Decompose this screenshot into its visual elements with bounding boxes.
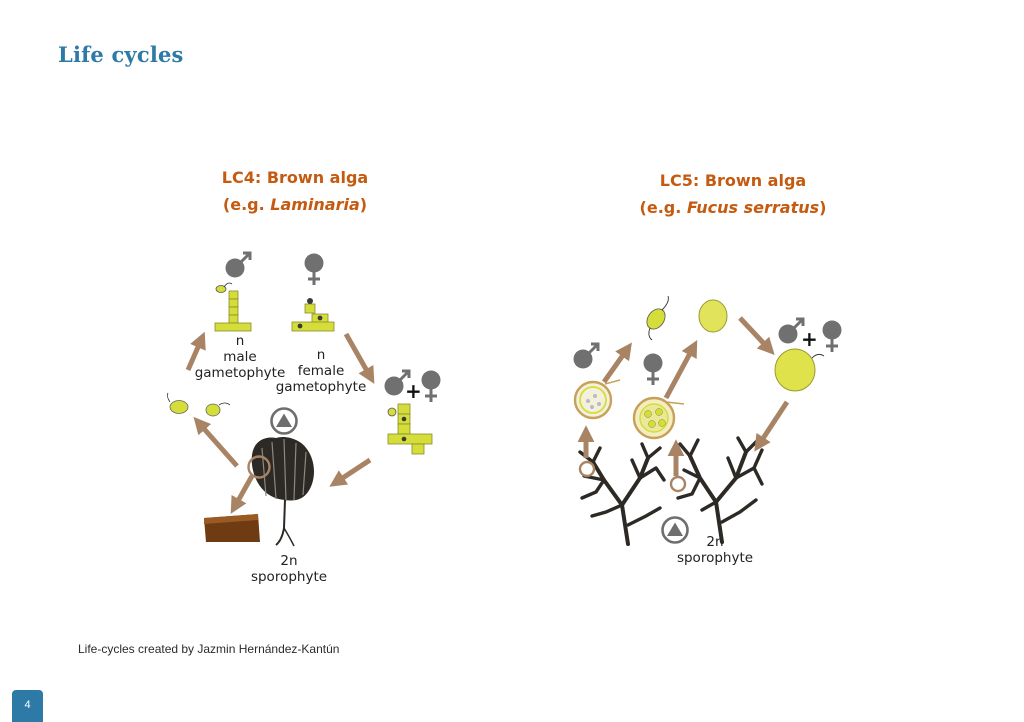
lc5-title-line1: LC5: Brown alga <box>659 171 807 190</box>
lc4-young-sporophyte <box>387 403 433 455</box>
lc4-fertilisation-symbols: + <box>383 369 442 404</box>
lc4-sporophyte-symbol <box>270 407 298 435</box>
image-credit: Life-cycles created by Jazmin Hernández-… <box>78 642 340 656</box>
lc5-fertilisation-symbols: + <box>777 317 843 354</box>
lc4-kelp-sporophyte <box>251 436 315 547</box>
lc5-antherozoid <box>646 295 669 341</box>
lc4-zoospores <box>166 392 231 417</box>
lc4-female-symbol <box>303 252 325 287</box>
lc4-title-line1: LC4: Brown alga <box>221 168 369 187</box>
lc5-title: LC5: Brown alga (e.g. Fucus serratus) <box>613 167 853 221</box>
lc5-receptacle-marker-right <box>669 475 687 493</box>
slide-title: Life cycles <box>58 42 184 67</box>
lc5-zygote <box>774 348 825 392</box>
lc4-rock-substrate <box>204 514 260 542</box>
lc4-male-symbol <box>224 251 252 279</box>
page-number: 4 <box>12 690 43 722</box>
lc5-female-conceptacle <box>632 396 685 440</box>
lc4-arrows <box>185 331 375 514</box>
lc4-title-line2: (e.g. Laminaria) <box>222 195 368 214</box>
lc5-arrows <box>577 316 790 476</box>
lc4-female-gametophyte <box>291 298 335 332</box>
lc5-fucus-thallus-left <box>578 442 666 546</box>
lc5-male-symbol <box>572 342 600 370</box>
lc4-male-gametophyte <box>214 282 252 332</box>
lc5-receptacle-marker-left <box>578 460 596 478</box>
svg-text:+: + <box>405 379 422 403</box>
svg-text:+: + <box>801 327 818 351</box>
lc5-title-line2: (e.g. Fucus serratus) <box>639 198 827 217</box>
lc4-sorus-marker <box>247 455 271 479</box>
lc5-female-symbol <box>642 352 664 387</box>
lc5-fucus-thallus-right <box>676 436 764 544</box>
lc5-egg <box>698 299 728 333</box>
lc4-title: LC4: Brown alga (e.g. Laminaria) <box>195 164 395 218</box>
lc5-male-conceptacle <box>573 379 621 420</box>
